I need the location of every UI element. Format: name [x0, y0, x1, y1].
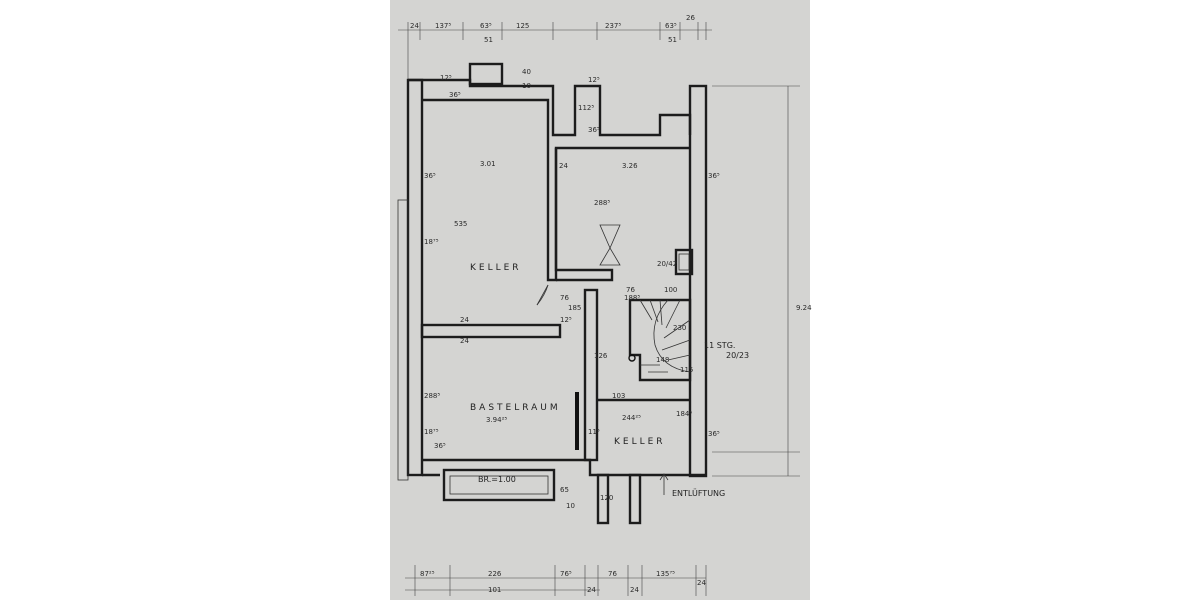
interior-dim-text: 12⁵	[440, 74, 452, 82]
top-dim-text: 237⁵	[605, 22, 621, 30]
interior-dim-text: 24	[460, 337, 469, 345]
interior-dim-text: 36⁵	[588, 126, 600, 134]
interior-dim-text: 36⁵	[708, 430, 720, 438]
interior-dim-text: 36⁵	[708, 172, 720, 180]
interior-dim-text: 76	[560, 294, 569, 302]
interior-dim-text: 535	[454, 220, 467, 228]
top-dim-text: 24	[410, 22, 419, 30]
interior-dim-text: 288⁵	[424, 392, 440, 400]
bottom-dim-text: 24	[697, 579, 706, 587]
interior-dim-text: 36⁵	[449, 91, 461, 99]
top-dim-text: 26	[686, 14, 695, 22]
interior-dim-text: 18⁷⁵	[424, 428, 439, 436]
spiral-staircase	[628, 298, 692, 382]
right-dimension-line	[712, 85, 800, 477]
interior-dim-text: 112⁵	[578, 104, 594, 112]
interior-dim-text: 3.94²⁵	[486, 416, 507, 424]
bottom-dim-text: 76	[608, 570, 617, 578]
bottom-dim-text: 76⁵	[560, 570, 572, 578]
interior-dim-text: 120	[600, 494, 613, 502]
room-label-bastelraum: BASTELRAUM	[470, 403, 561, 413]
interior-walls	[397, 199, 694, 481]
room-label-keller-small: KELLER	[614, 437, 666, 447]
interior-dim-text: 36⁵	[424, 172, 436, 180]
top-dim-text: 51	[484, 36, 493, 44]
interior-dim-text: 148	[656, 356, 669, 364]
interior-dim-text: 244²⁵	[622, 414, 641, 422]
top-dim-text: 125	[516, 22, 529, 30]
interior-dim-text: 3.26	[622, 162, 638, 170]
interior-dim-text: 36⁵	[434, 442, 446, 450]
interior-dim-text: 185	[568, 304, 581, 312]
top-dim-text: 137⁵	[435, 22, 451, 30]
interior-dim-text: 12⁵	[588, 76, 600, 84]
top-dim-text: 51	[668, 36, 677, 44]
light-well-symbol	[599, 224, 621, 266]
interior-dim-text: 3.01	[480, 160, 496, 168]
interior-dim-text: 100	[664, 286, 677, 294]
interior-dim-text: 10	[522, 82, 531, 90]
room-label-keller: KELLER	[470, 263, 522, 273]
interior-dim-text: 103	[612, 392, 625, 400]
bottom-dim-text: 226	[488, 570, 502, 578]
interior-dim-text: 12⁵	[560, 316, 572, 324]
interior-dim-text: 65	[560, 486, 569, 494]
bottom-dim-text: 24	[630, 586, 639, 594]
interior-dim-text: 9.24	[796, 304, 812, 312]
stair-ratio-label: 20/23	[726, 351, 749, 360]
interior-dim-text: 24	[559, 162, 568, 170]
interior-dim-text: 18⁷⁵	[424, 238, 439, 246]
interior-dim-text: 76	[626, 286, 635, 294]
interior-dim-text: 184⁵	[676, 410, 692, 418]
door-swing-marks	[536, 284, 549, 306]
ventilation-label: ENTLÜFTUNG	[672, 488, 725, 498]
top-dimension-chain	[398, 22, 712, 80]
ventilation-arrow	[659, 473, 669, 495]
stair-count-label: 11 STG.	[704, 341, 735, 350]
bottom-dim-text: 24	[587, 586, 596, 594]
interior-dim-text: 20/42	[657, 260, 677, 268]
interior-dim-text: 230	[673, 324, 686, 332]
interior-dim-text: 11⁵	[588, 428, 600, 436]
interior-dim-text: 288⁵	[594, 199, 610, 207]
bottom-dim-text: 101	[488, 586, 501, 594]
interior-dim-text: 188⁵	[624, 294, 640, 302]
outer-walls	[406, 62, 708, 525]
interior-dim-text: 10	[566, 502, 575, 510]
interior-dim-text: 115	[680, 366, 693, 374]
interior-dim-text: 40	[522, 68, 531, 76]
top-dim-text: 63⁵	[480, 22, 492, 30]
bottom-dim-text: 87²⁵	[420, 570, 435, 578]
window-width-label: BR.=1.00	[478, 475, 516, 484]
top-dim-text: 63⁵	[665, 22, 677, 30]
bottom-dimension-chain	[405, 565, 707, 596]
interior-dim-text: 24	[460, 316, 469, 324]
bottom-dim-text: 135⁷⁵	[656, 570, 675, 578]
interior-dim-text: 126	[594, 352, 608, 360]
